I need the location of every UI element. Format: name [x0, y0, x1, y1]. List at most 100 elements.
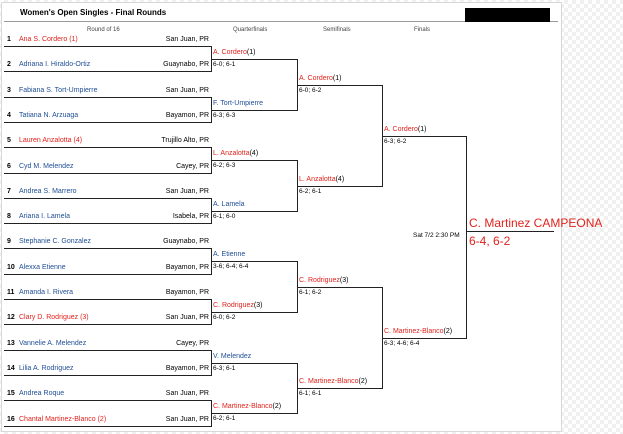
sf-winner: A. Cordero(1)	[299, 75, 341, 82]
player-name: Clary D. Rodriguez (3)	[19, 314, 89, 321]
player-name: Ariana I. Lamela	[19, 213, 70, 220]
qf-winner: A. Cordero(1)	[213, 49, 255, 56]
player-name: Cyd M. Melendez	[19, 163, 74, 170]
final-winner-name: C. Martinez-Blanco	[384, 328, 444, 335]
player-name: Chantal Martinez-Blanco (2)	[19, 416, 107, 423]
qf-winner: F. Tort-Umpierre	[213, 100, 263, 107]
player-line	[4, 248, 211, 249]
sf-winner: L. Anzalotta(4)	[299, 176, 344, 183]
qf-winner-seed: (2)	[272, 403, 282, 410]
final-winner-seed: (1)	[417, 126, 427, 133]
player-location: Bayamon, PR	[165, 289, 209, 296]
qf-score: 6-1; 6-0	[213, 213, 236, 220]
player-line	[4, 375, 211, 376]
player-line	[4, 400, 211, 401]
qf-winner: A. Etienne	[213, 251, 245, 258]
qf-line	[211, 211, 297, 212]
header-round-of-16: Round of 16	[87, 27, 120, 33]
player-seed-number: 10	[7, 264, 15, 271]
sf-winner-seed: (4)	[335, 176, 345, 183]
sf-line	[297, 388, 382, 389]
page-title: Women's Open Singles - Final Rounds	[20, 8, 167, 17]
champion-line	[466, 231, 554, 232]
sf-score: 6-1; 6-1	[299, 390, 322, 397]
qf-line	[211, 160, 297, 161]
player-location: Guaynabo, PR	[163, 238, 209, 245]
qf-winner: V. Melendez	[213, 353, 251, 360]
player-line	[4, 198, 211, 199]
player-location: Bayamon, PR	[165, 264, 209, 271]
qf-winner: C. Rodriguez(3)	[213, 302, 262, 309]
qf-winner-seed: (1)	[246, 49, 256, 56]
qf-winner-name: A. Cordero	[213, 49, 247, 56]
player-seed-number: 16	[7, 416, 15, 423]
player-line	[4, 97, 211, 98]
qf-line	[211, 261, 297, 262]
player-location: Isabela, PR	[172, 213, 209, 220]
player-location: San Juan, PR	[165, 390, 209, 397]
header-semifinals: Semifinals	[323, 27, 351, 33]
player-line	[4, 350, 211, 351]
player-line	[4, 147, 211, 148]
player-name: Adriana I. Hiraldo-Ortiz	[19, 61, 91, 68]
title-bar: Women's Open Singles - Final Rounds	[4, 5, 558, 22]
qf-score: 6-3; 6-1	[213, 365, 236, 372]
player-seed-number: 13	[7, 340, 15, 347]
player-name: Tatiana N. Arzuaga	[19, 112, 79, 119]
sf-winner-name: L. Anzalotta	[299, 176, 336, 183]
sf-score: 6-2; 6-1	[299, 188, 322, 195]
header-finals: Finals	[414, 27, 431, 33]
qf-score: 6-3; 6-3	[213, 112, 236, 119]
player-name: Stephanie C. Gonzalez	[19, 238, 91, 245]
player-name: Lilia A. Rodriguez	[19, 365, 74, 372]
sf-score: 6-0; 6-2	[299, 87, 322, 94]
sf-winner-name: C. Rodriguez	[299, 277, 340, 284]
player-location: Cayey, PR	[176, 340, 209, 347]
player-line	[4, 274, 211, 275]
final-score: 6-3; 6-2	[384, 138, 407, 145]
champion-name: C. Martinez CAMPEONA	[469, 216, 603, 230]
final-winner: A. Cordero(1)	[384, 126, 426, 133]
sf-winner: C. Rodriguez(3)	[299, 277, 348, 284]
player-line	[4, 299, 211, 300]
player-line	[4, 71, 211, 72]
player-location: Trujillo Alto, PR	[161, 137, 209, 144]
champion-label: C. Martinez CAMPEONA 6-4, 6-2	[469, 214, 602, 250]
sf-winner-name: A. Cordero	[299, 75, 333, 82]
player-line	[4, 122, 211, 123]
sf-winner: C. Martinez-Blanco(2)	[299, 378, 367, 385]
qf-line	[211, 59, 297, 60]
sf-winner-name: C. Martinez-Blanco	[299, 378, 359, 385]
player-line	[4, 324, 211, 325]
qf-winner-seed: (4)	[249, 150, 259, 157]
player-name: Fabiana S. Tort-Umpierre	[19, 87, 98, 94]
player-seed-number: 9	[7, 238, 11, 245]
qf-winner-name: C. Martinez-Blanco	[213, 403, 273, 410]
final-winner-seed: (2)	[443, 328, 453, 335]
player-location: San Juan, PR	[165, 188, 209, 195]
sf-line	[297, 85, 382, 86]
sf-line	[297, 287, 382, 288]
player-seed-number: 5	[7, 137, 11, 144]
player-seed-number: 1	[7, 36, 11, 43]
player-name: Alexxa Etienne	[19, 264, 66, 271]
qf-winner: L. Anzalotta(4)	[213, 150, 258, 157]
qf-line	[211, 110, 297, 111]
qf-winner-name: V. Melendez	[213, 353, 252, 360]
player-location: San Juan, PR	[165, 87, 209, 94]
qf-winner-name: F. Tort-Umpierre	[213, 100, 264, 107]
player-seed-number: 3	[7, 87, 11, 94]
player-location: San Juan, PR	[165, 36, 209, 43]
final-winner: C. Martinez-Blanco(2)	[384, 328, 452, 335]
player-name: Lauren Anzalotta (4)	[19, 137, 83, 144]
qf-winner-name: A. Etienne	[213, 251, 246, 258]
player-name: Andrea S. Marrero	[19, 188, 77, 195]
final-connector	[466, 136, 467, 339]
qf-line	[211, 363, 297, 364]
player-location: Guaynabo, PR	[163, 61, 209, 68]
player-line	[4, 173, 211, 174]
player-name: Ana S. Cordero (1)	[19, 36, 78, 43]
qf-line	[211, 312, 297, 313]
player-seed-number: 11	[7, 289, 15, 296]
sf-score: 6-1; 6-2	[299, 289, 322, 296]
